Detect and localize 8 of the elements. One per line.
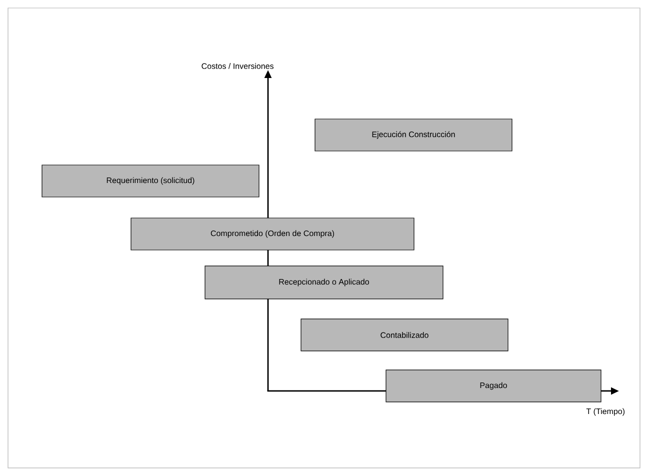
process-box: Recepcionado o Aplicado <box>204 266 444 300</box>
process-box: Contabilizado <box>300 318 508 352</box>
process-box: Pagado <box>386 370 602 402</box>
axis-label: Costos / Inversiones <box>202 63 274 69</box>
axis-label: T (Tiempo) <box>586 408 625 416</box>
process-box: Ejecución Construcción <box>314 118 512 152</box>
process-box: Comprometido (Orden de Compra) <box>130 218 414 250</box>
process-box: Requerimiento (solicitud) <box>42 164 260 198</box>
